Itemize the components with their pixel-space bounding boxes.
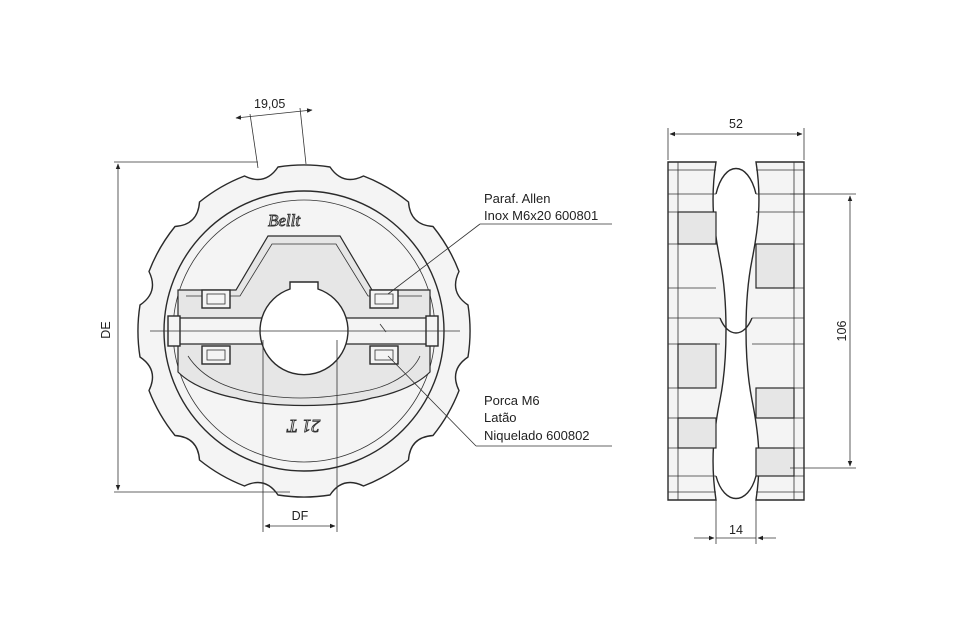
- nut-callout-line1: Porca M6: [484, 393, 540, 408]
- nut-right-bottom: [369, 345, 399, 365]
- tooth-count: 21 T: [286, 416, 321, 436]
- brand-mark: Bellt: [268, 211, 301, 230]
- height-label: 106: [835, 321, 849, 342]
- bore-diameter-label: DF: [292, 509, 309, 523]
- side-view: [667, 161, 805, 501]
- groove-top: [715, 167, 757, 195]
- outer-diameter-label: DE: [99, 321, 113, 338]
- nut-callout-line3: Niquelado 600802: [484, 428, 590, 443]
- groove-bottom: [715, 475, 757, 500]
- width-label: 52: [729, 117, 743, 131]
- nut-callout: Porca M6 Latão Niquelado 600802: [387, 355, 612, 447]
- screw-head-left-top: [201, 289, 231, 309]
- pitch-dimension: 19,05: [235, 97, 313, 169]
- screw-head-right-top: [369, 289, 399, 309]
- screw-callout-line2: Inox M6x20 600801: [484, 208, 598, 223]
- nut-callout-line2: Latão: [484, 410, 517, 425]
- outer-diameter-dimension: DE: [99, 161, 290, 493]
- groove-label: 14: [729, 523, 743, 537]
- height-dimension: 106: [790, 193, 856, 469]
- groove-middle: [719, 317, 753, 334]
- bore-diameter-dimension: DF: [264, 509, 336, 529]
- front-view: Bellt 21 T: [137, 164, 471, 532]
- groove-dimension: 14: [694, 500, 776, 544]
- screw-callout-line1: Paraf. Allen: [484, 191, 551, 206]
- pitch-label: 19,05: [254, 97, 285, 111]
- lower-pocket-inner: [187, 355, 421, 399]
- bore-with-keyway: [259, 281, 349, 376]
- width-dimension: 52: [667, 117, 805, 160]
- screw-callout: Paraf. Allen Inox M6x20 600801: [387, 191, 612, 295]
- nut-left-bottom: [201, 345, 231, 365]
